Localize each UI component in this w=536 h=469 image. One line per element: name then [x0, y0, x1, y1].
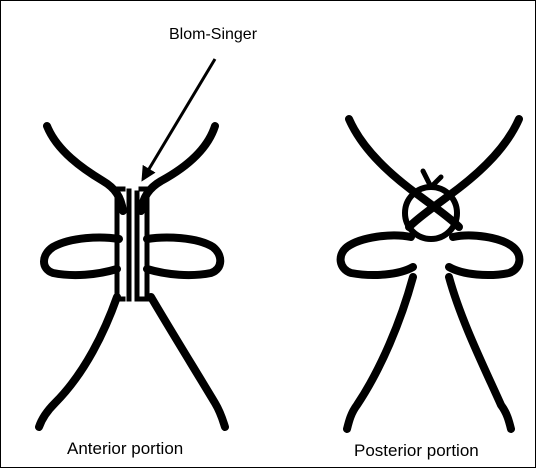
posterior-larynx-drawing: [341, 119, 520, 429]
posterior-left-lobe: [341, 235, 413, 275]
anterior-caption: Anterior portion: [67, 439, 183, 459]
anterior-right-leg: [151, 297, 225, 427]
anterior-left-lobe: [44, 238, 119, 276]
callout-arrow: [143, 59, 215, 179]
posterior-caption: Posterior portion: [354, 441, 479, 461]
anterior-larynx-drawing: [39, 126, 225, 427]
callout-label: Blom-Singer: [169, 26, 257, 44]
anterior-right-lobe: [147, 238, 220, 276]
anterior-left-leg: [39, 297, 117, 427]
anterior-left-arm: [47, 126, 123, 211]
anterior-right-arm: [141, 126, 215, 211]
posterior-left-leg: [347, 277, 413, 429]
posterior-right-leg: [449, 277, 511, 429]
posterior-right-lobe: [449, 235, 519, 275]
